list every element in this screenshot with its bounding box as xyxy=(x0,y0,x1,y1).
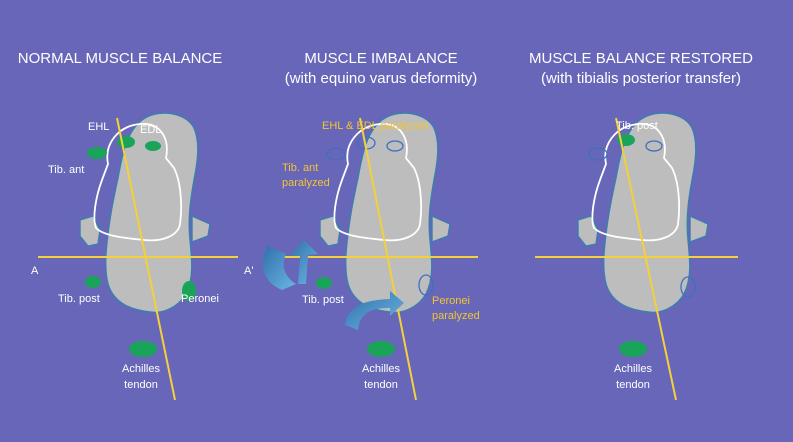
peronei-tendon-outline xyxy=(680,276,696,298)
label-tib-ant: Tib. ant xyxy=(48,164,84,176)
label-tib-post: Tib. post xyxy=(58,293,100,305)
panel-normal: NORMAL MUSCLE BALANCE EHL EDL Tib. ant T… xyxy=(18,50,253,401)
panel-title: MUSCLE IMBALANCE xyxy=(304,50,457,67)
ehl-edl-tendon xyxy=(117,136,135,148)
tib-ant-tendon-paralyzed xyxy=(326,147,346,161)
label-peronei: Peronei xyxy=(432,295,470,307)
achilles-tendon xyxy=(619,341,647,357)
label-tendon: tendon xyxy=(616,379,650,391)
panel-restored: MUSCLE BALANCE RESTORED (with tibialis p… xyxy=(529,50,753,401)
panel-title: MUSCLE BALANCE RESTORED xyxy=(529,50,753,67)
edl-tendon-paralyzed xyxy=(386,140,404,152)
label-achilles: Achilles xyxy=(122,363,160,375)
tib-ant-tendon-outline xyxy=(588,147,608,161)
label-tib-post: Tib. post xyxy=(302,294,344,306)
panel-imbalance: MUSCLE IMBALANCE (with equino varus defo… xyxy=(262,50,480,401)
label-tendon: tendon xyxy=(124,379,158,391)
label-achilles: Achilles xyxy=(614,363,652,375)
achilles-tendon xyxy=(129,341,157,357)
foot-diagram xyxy=(319,112,451,314)
panel-subtitle: (with tibialis posterior transfer) xyxy=(541,70,741,87)
arrow-head-up xyxy=(290,240,318,284)
axis-line-vertical xyxy=(359,117,417,401)
curved-arrow-left xyxy=(262,246,296,290)
edl-tendon xyxy=(145,141,161,151)
label-tib-post: Tib. post xyxy=(616,120,658,132)
label-peronei: Peronei xyxy=(181,293,219,305)
label-ehl: EHL xyxy=(88,121,109,133)
label-ehl-edl-paralyzed: EHL & EDL paralyzed xyxy=(322,120,428,132)
label-tendon: tendon xyxy=(364,379,398,391)
foot-diagram xyxy=(577,112,709,314)
tib-post-tendon xyxy=(316,277,332,289)
edl-tendon-outline xyxy=(645,140,663,152)
label-tib-ant-paralyzed: paralyzed xyxy=(282,177,330,189)
peronei-tendon-paralyzed xyxy=(418,274,434,296)
label-achilles: Achilles xyxy=(362,363,400,375)
achilles-tendon xyxy=(367,341,395,357)
peronei-tendon xyxy=(182,281,196,301)
tib-post-tendon xyxy=(85,276,101,288)
label-tib-ant: Tib. ant xyxy=(282,162,318,174)
label-axis-a: A xyxy=(31,265,39,277)
panel-subtitle: (with equino varus deformity) xyxy=(285,70,478,87)
panel-title: NORMAL MUSCLE BALANCE xyxy=(18,50,223,67)
axis-line-vertical xyxy=(116,117,176,401)
curved-arrow-right xyxy=(345,291,404,330)
label-edl: EDL xyxy=(140,124,161,136)
ehl-tendon xyxy=(87,147,107,159)
label-axis-a-prime: A' xyxy=(244,265,253,277)
axis-line-vertical xyxy=(615,117,677,401)
label-peronei-paralyzed: paralyzed xyxy=(432,310,480,322)
